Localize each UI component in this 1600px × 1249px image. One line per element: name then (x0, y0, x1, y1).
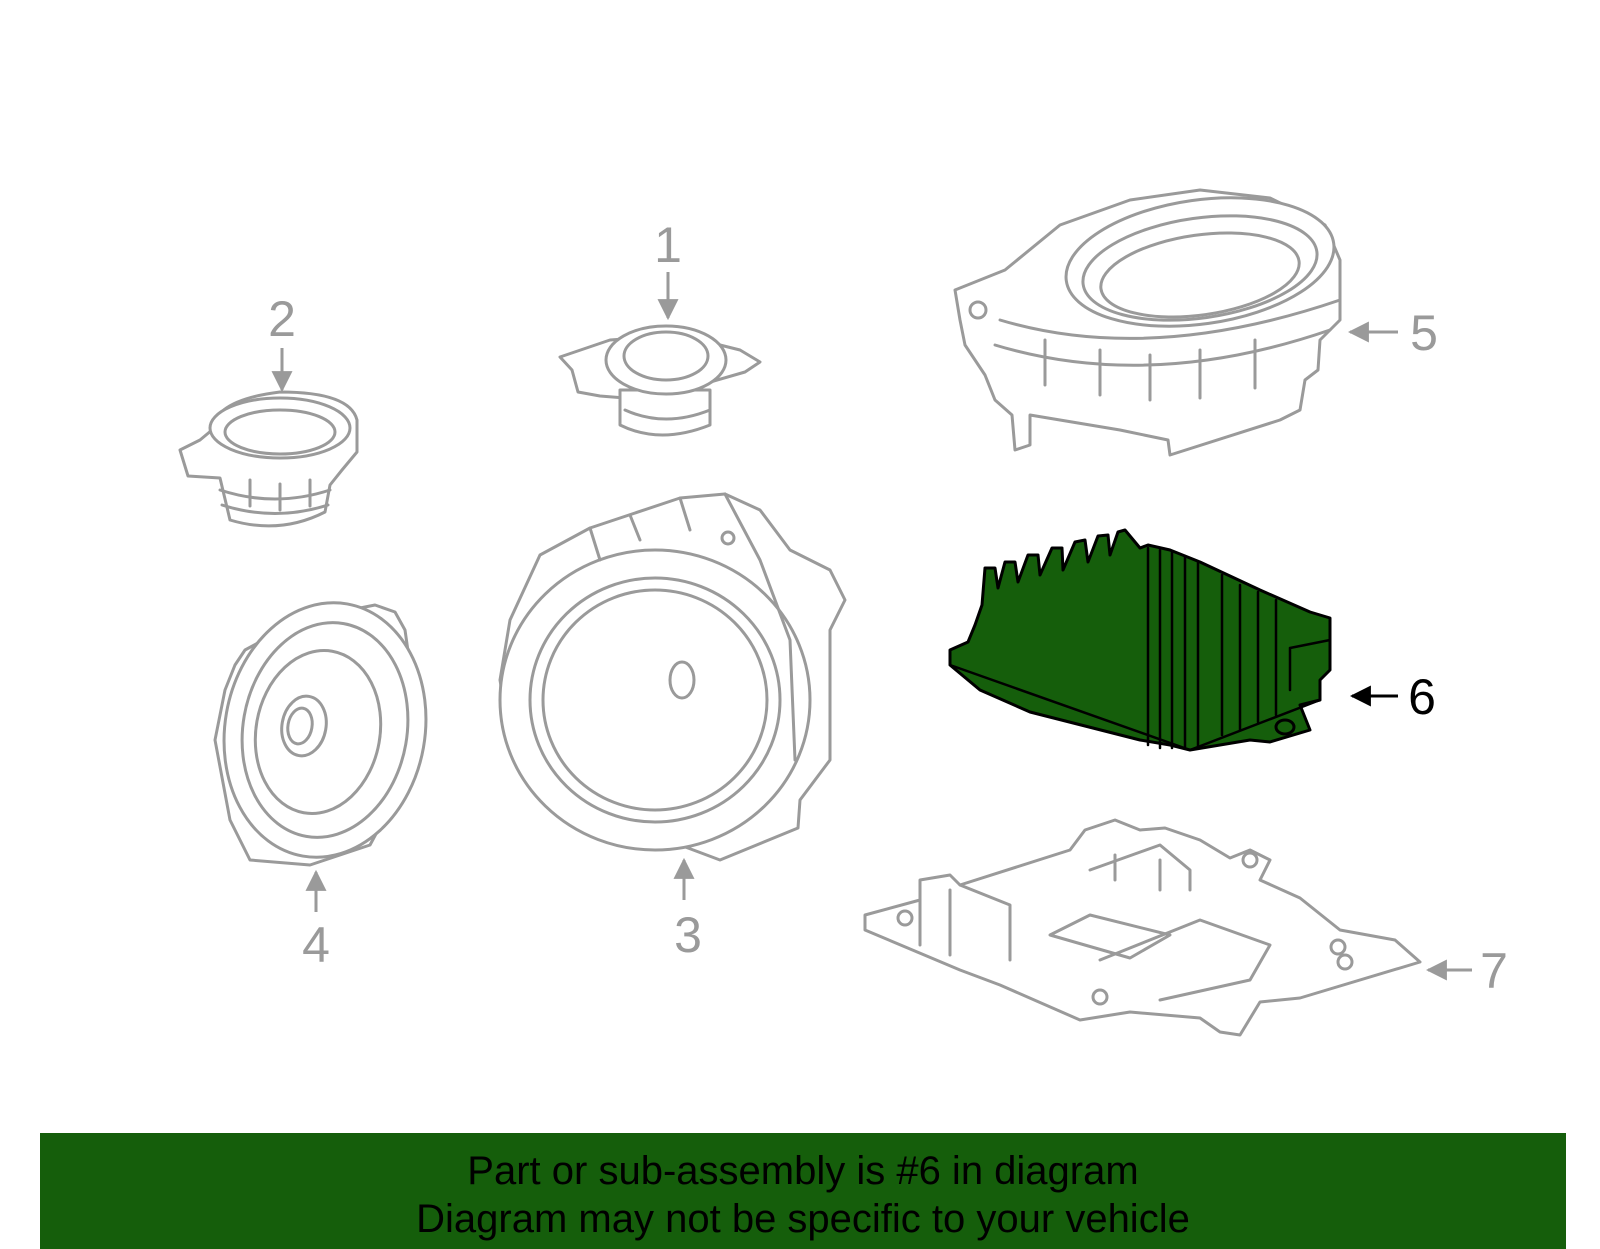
footer-banner: Part or sub-assembly is #6 in diagram Di… (40, 1133, 1566, 1249)
callout-4[interactable]: 4 (302, 869, 330, 973)
callout-5[interactable]: 5 (1347, 305, 1438, 361)
callout-label-7: 7 (1480, 943, 1508, 999)
part-7-bracket[interactable] (863, 818, 1422, 1037)
callout-label-3: 3 (674, 907, 702, 963)
part-1-tweeter[interactable] (558, 324, 762, 437)
callout-3[interactable]: 3 (673, 857, 702, 963)
part-3-woofer[interactable] (498, 492, 847, 862)
callout-2[interactable]: 2 (268, 291, 296, 393)
part-4-speaker[interactable] (204, 587, 445, 874)
callout-label-1: 1 (654, 217, 682, 273)
footer-line-part-info: Part or sub-assembly is #6 in diagram (467, 1149, 1139, 1193)
callout-label-6: 6 (1408, 669, 1436, 725)
footer-line-disclaimer: Diagram may not be specific to your vehi… (416, 1197, 1190, 1241)
callout-1[interactable]: 1 (654, 217, 682, 321)
part-6-amplifier-highlighted[interactable] (948, 528, 1332, 752)
callout-label-4: 4 (302, 917, 330, 973)
part-5-oval-speaker[interactable] (953, 182, 1342, 457)
callout-label-2: 2 (268, 291, 296, 347)
part-2-tweeter-housing[interactable] (178, 390, 359, 528)
callout-label-5: 5 (1410, 305, 1438, 361)
callout-7[interactable]: 7 (1425, 943, 1508, 999)
callout-6[interactable]: 6 (1349, 669, 1436, 725)
